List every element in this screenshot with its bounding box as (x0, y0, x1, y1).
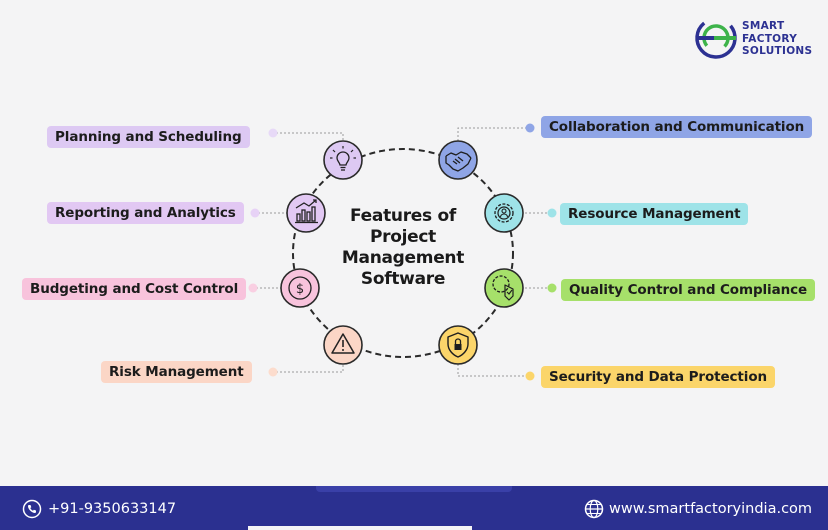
dot-risk (268, 367, 278, 377)
shield-lock-icon (438, 325, 478, 365)
connector-risk (276, 364, 344, 373)
brand-logo: SMART FACTORY SOLUTIONS (694, 16, 824, 64)
connector-planning (276, 132, 344, 141)
footer-phone[interactable]: +91-9350633147 (22, 498, 176, 520)
feature-label-planning: Planning and Scheduling (47, 126, 250, 148)
resource-gear-icon (484, 193, 524, 233)
feature-label-reporting: Reporting and Analytics (47, 202, 244, 224)
brand-line-1: SMART (742, 20, 785, 32)
brand-line-2: FACTORY (742, 32, 798, 45)
quality-badge-icon (484, 268, 524, 308)
brand-line-3: SOLUTIONS (742, 45, 813, 57)
dot-quality (547, 283, 557, 293)
brand-name: SMART FACTORY SOLUTIONS (742, 20, 812, 58)
footer-notch (248, 526, 472, 530)
feature-label-risk: Risk Management (101, 361, 252, 383)
footer-bar (0, 486, 828, 530)
svg-text:$: $ (296, 282, 304, 297)
feature-label-resource: Resource Management (560, 203, 749, 225)
dot-reporting (250, 208, 260, 218)
warning-triangle-icon (323, 325, 363, 365)
diagram-title: Features of Project Management Software (320, 206, 486, 290)
title-line-1: Features of (350, 206, 456, 226)
feature-label-budgeting: Budgeting and Cost Control (22, 278, 247, 300)
feature-label-collaboration: Collaboration and Communication (541, 116, 813, 138)
dot-collaboration (525, 123, 535, 133)
brand-logo-icon (695, 17, 737, 59)
handshake-icon (438, 140, 478, 180)
title-line-4: Software (360, 269, 446, 289)
connector-security (457, 364, 528, 377)
connector-collaboration (457, 127, 527, 141)
footer-website-text: www.smartfactoryindia.com (609, 501, 813, 517)
dollar-coin-icon: $ (280, 268, 320, 308)
footer-website[interactable]: www.smartfactoryindia.com (584, 498, 820, 520)
phone-icon (22, 499, 42, 519)
feature-label-quality: Quality Control and Compliance (561, 279, 816, 301)
globe-icon (584, 499, 604, 519)
lightbulb-icon (323, 140, 363, 180)
title-line-3: Management (341, 248, 465, 268)
title-line-2: Project (370, 227, 436, 247)
dot-budgeting (248, 283, 258, 293)
center-ring (292, 148, 514, 358)
footer-accent (316, 486, 512, 492)
dot-security (525, 371, 535, 381)
footer-phone-text: +91-9350633147 (48, 501, 177, 517)
connector-lines (256, 127, 552, 377)
feature-label-security: Security and Data Protection (541, 366, 775, 388)
bar-chart-icon (286, 193, 326, 233)
features-diagram: $ (248, 123, 557, 381)
dot-resource (547, 208, 557, 218)
dot-planning (268, 128, 278, 138)
